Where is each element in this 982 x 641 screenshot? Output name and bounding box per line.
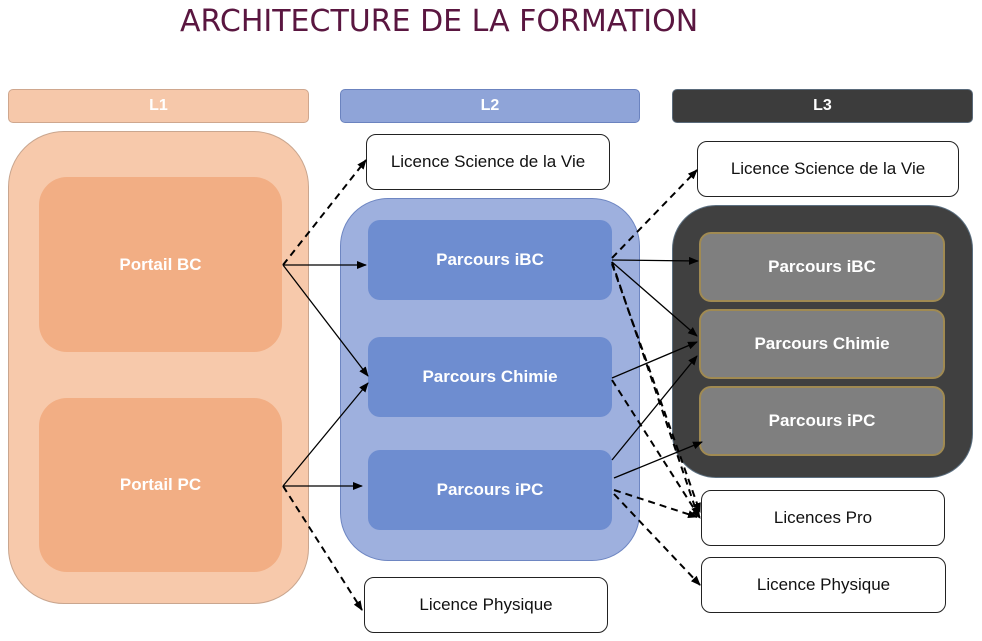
l3-parcours-chimie: Parcours Chimie — [699, 309, 945, 379]
column-header-l3: L3 — [672, 89, 973, 123]
l3-licences-pro: Licences Pro — [701, 490, 945, 546]
l1-portail-bc: Portail BC — [39, 177, 282, 352]
l2-parcours-chimie: Parcours Chimie — [368, 337, 612, 417]
column-header-l2: L2 — [340, 89, 640, 123]
l2-licence-physique: Licence Physique — [364, 577, 608, 633]
l1-portail-pc: Portail PC — [39, 398, 282, 572]
l2-licence-sdv: Licence Science de la Vie — [366, 134, 610, 190]
page-title: ARCHITECTURE DE LA FORMATION — [180, 4, 699, 39]
l2-parcours-ipc: Parcours iPC — [368, 450, 612, 530]
l2-parcours-ibc: Parcours iBC — [368, 220, 612, 300]
l3-parcours-ipc: Parcours iPC — [699, 386, 945, 456]
column-header-l1: L1 — [8, 89, 309, 123]
l3-licence-sdv: Licence Science de la Vie — [697, 141, 959, 197]
l3-licence-physique: Licence Physique — [701, 557, 946, 613]
l3-parcours-ibc: Parcours iBC — [699, 232, 945, 302]
